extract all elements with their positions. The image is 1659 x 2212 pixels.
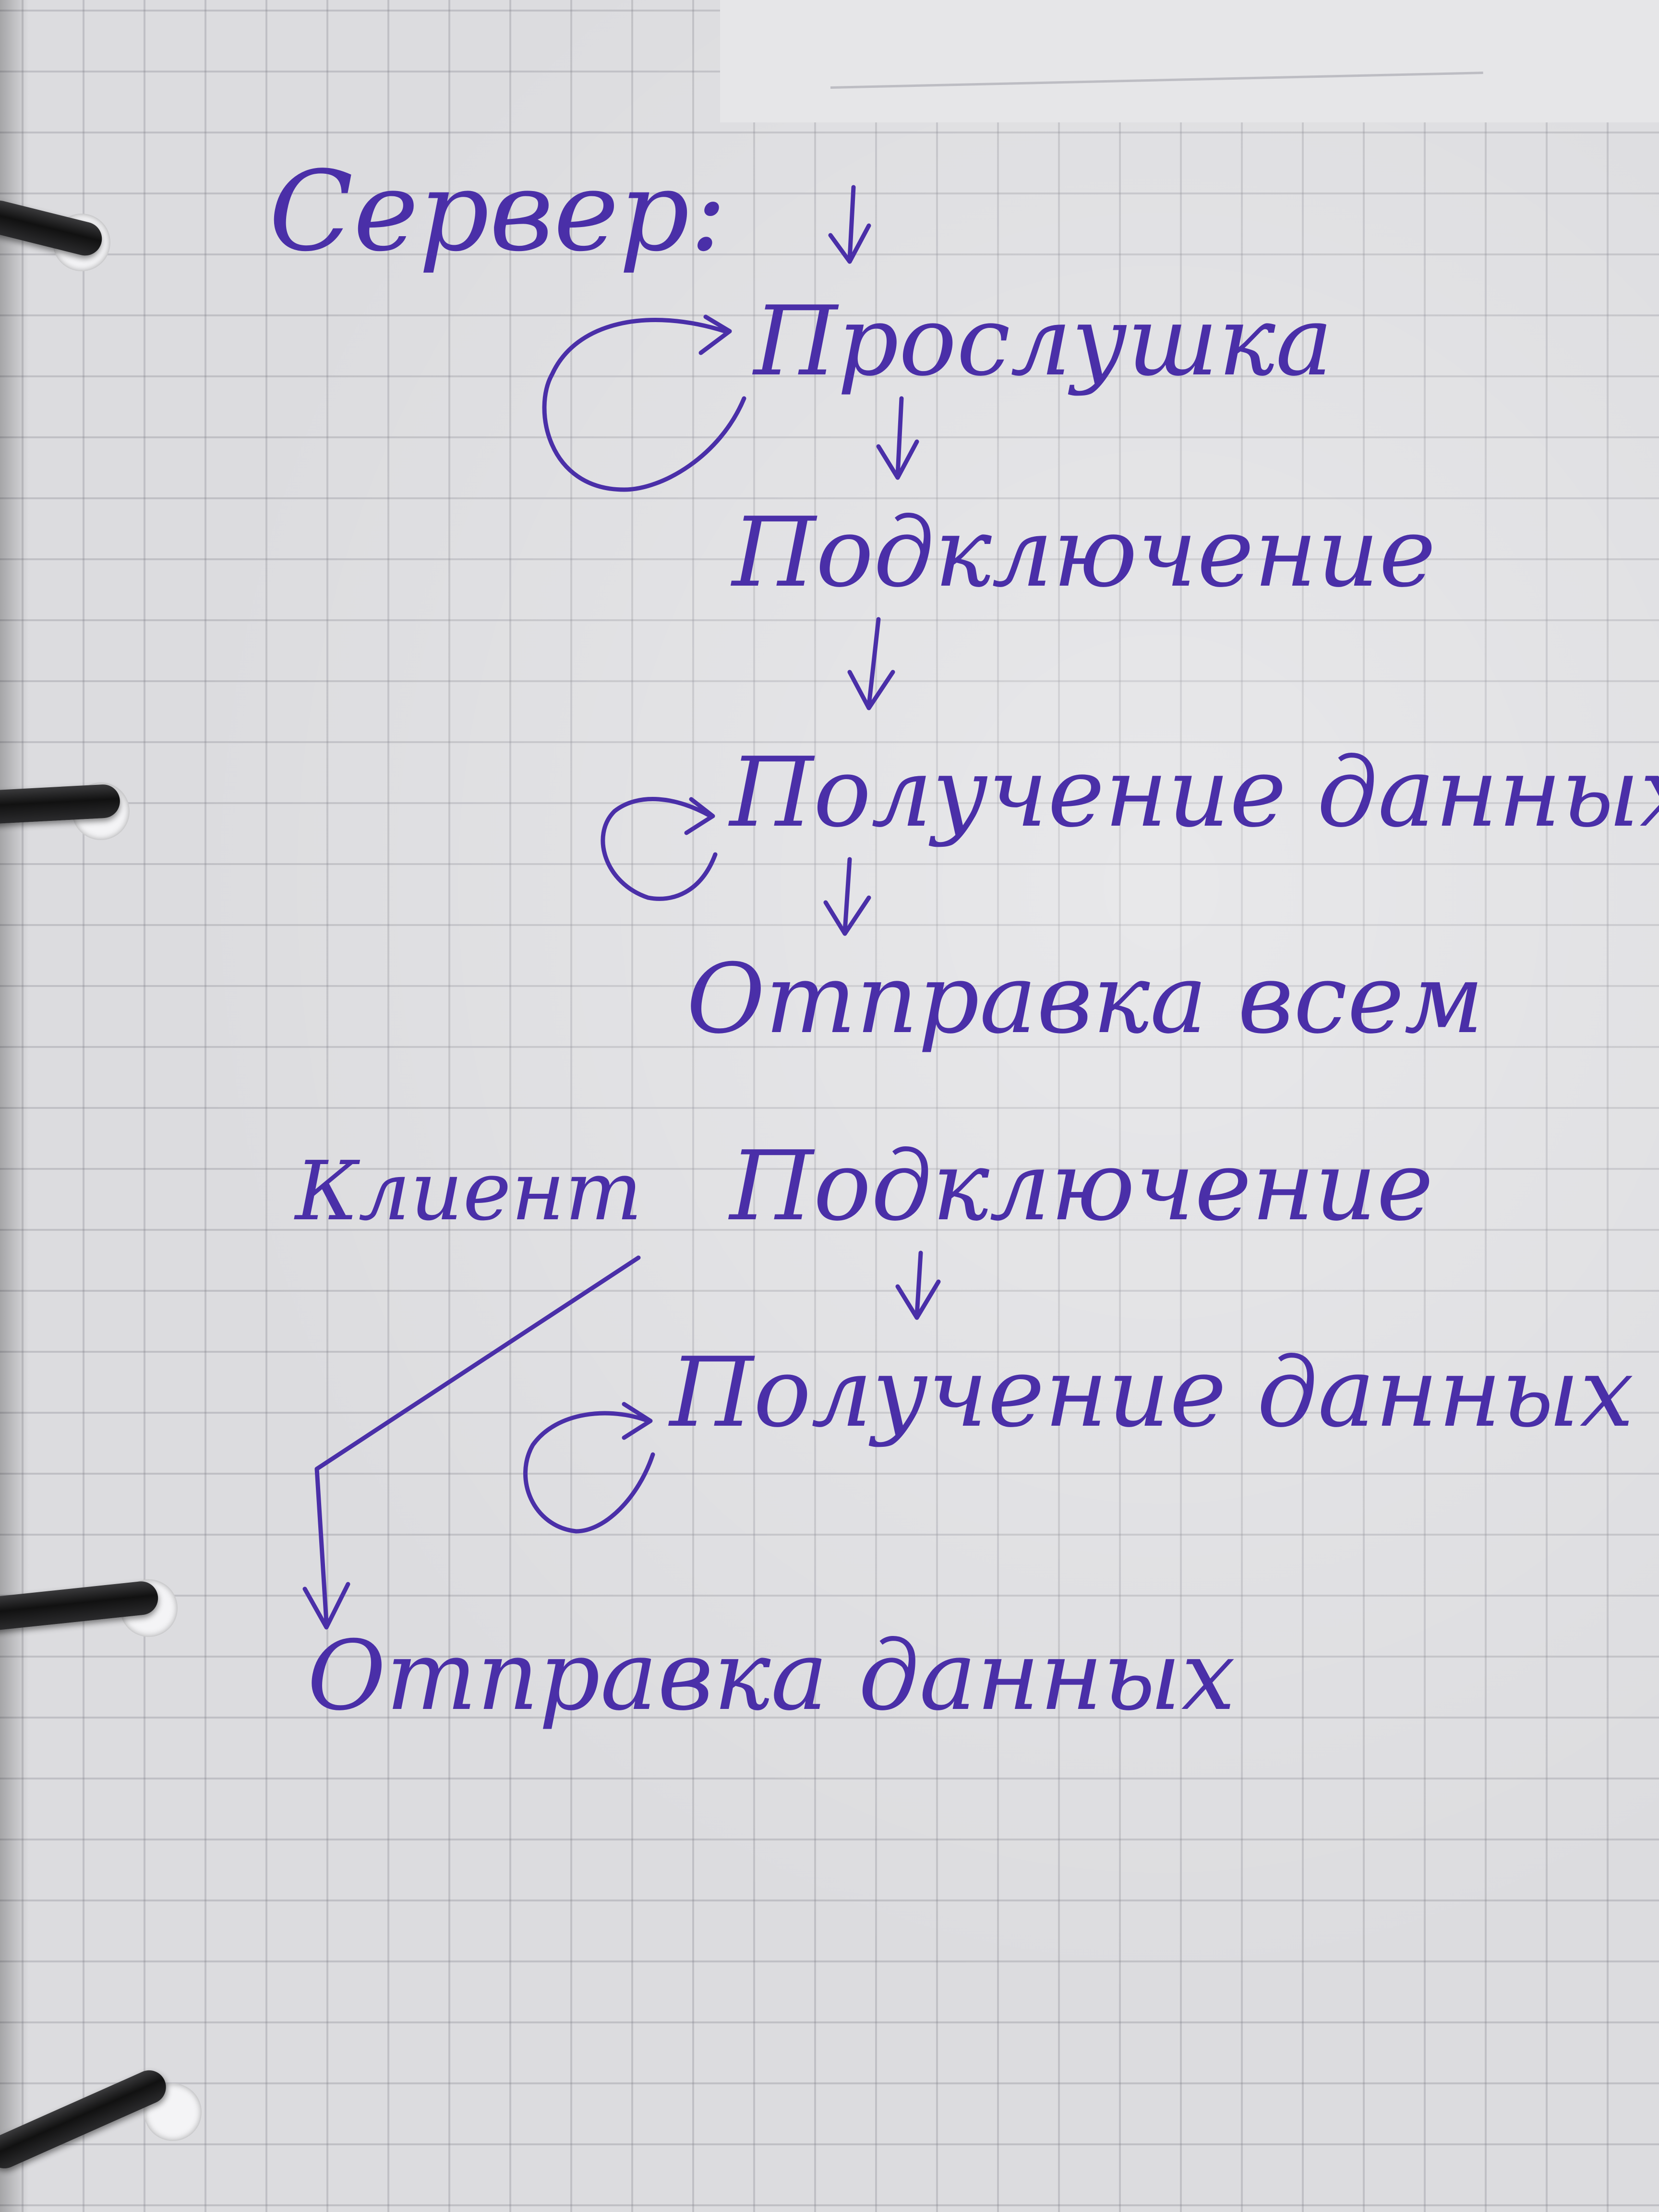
arrow-receive-to-send — [823, 857, 871, 936]
server-step-receive: Получение данных — [728, 737, 1659, 849]
server-step-send-all: Отправка всем — [686, 943, 1484, 1055]
server-entry-arrow — [828, 185, 871, 264]
client-heading: Клиент — [294, 1144, 642, 1239]
arrow-client-connect-to-receive — [895, 1250, 941, 1320]
server-step-connect: Подключение — [730, 497, 1436, 609]
binding-shadow — [0, 0, 29, 2212]
arrow-client-to-send — [302, 1255, 641, 1630]
client-step-receive: Получение данных — [668, 1337, 1634, 1449]
listen-loop-arrow — [542, 314, 746, 492]
arrow-connect-to-receive — [847, 617, 895, 710]
client-step-connect: Подключение — [728, 1130, 1433, 1242]
client-receive-loop-arrow — [523, 1402, 655, 1534]
server-heading: Сервер: — [269, 148, 727, 276]
torn-paper-edge — [720, 0, 1659, 122]
arrow-listen-to-connect — [876, 396, 919, 480]
server-step-listen: Прослушка — [752, 286, 1333, 397]
receive-loop-arrow — [601, 797, 718, 901]
client-step-send: Отправка данных — [307, 1620, 1236, 1732]
